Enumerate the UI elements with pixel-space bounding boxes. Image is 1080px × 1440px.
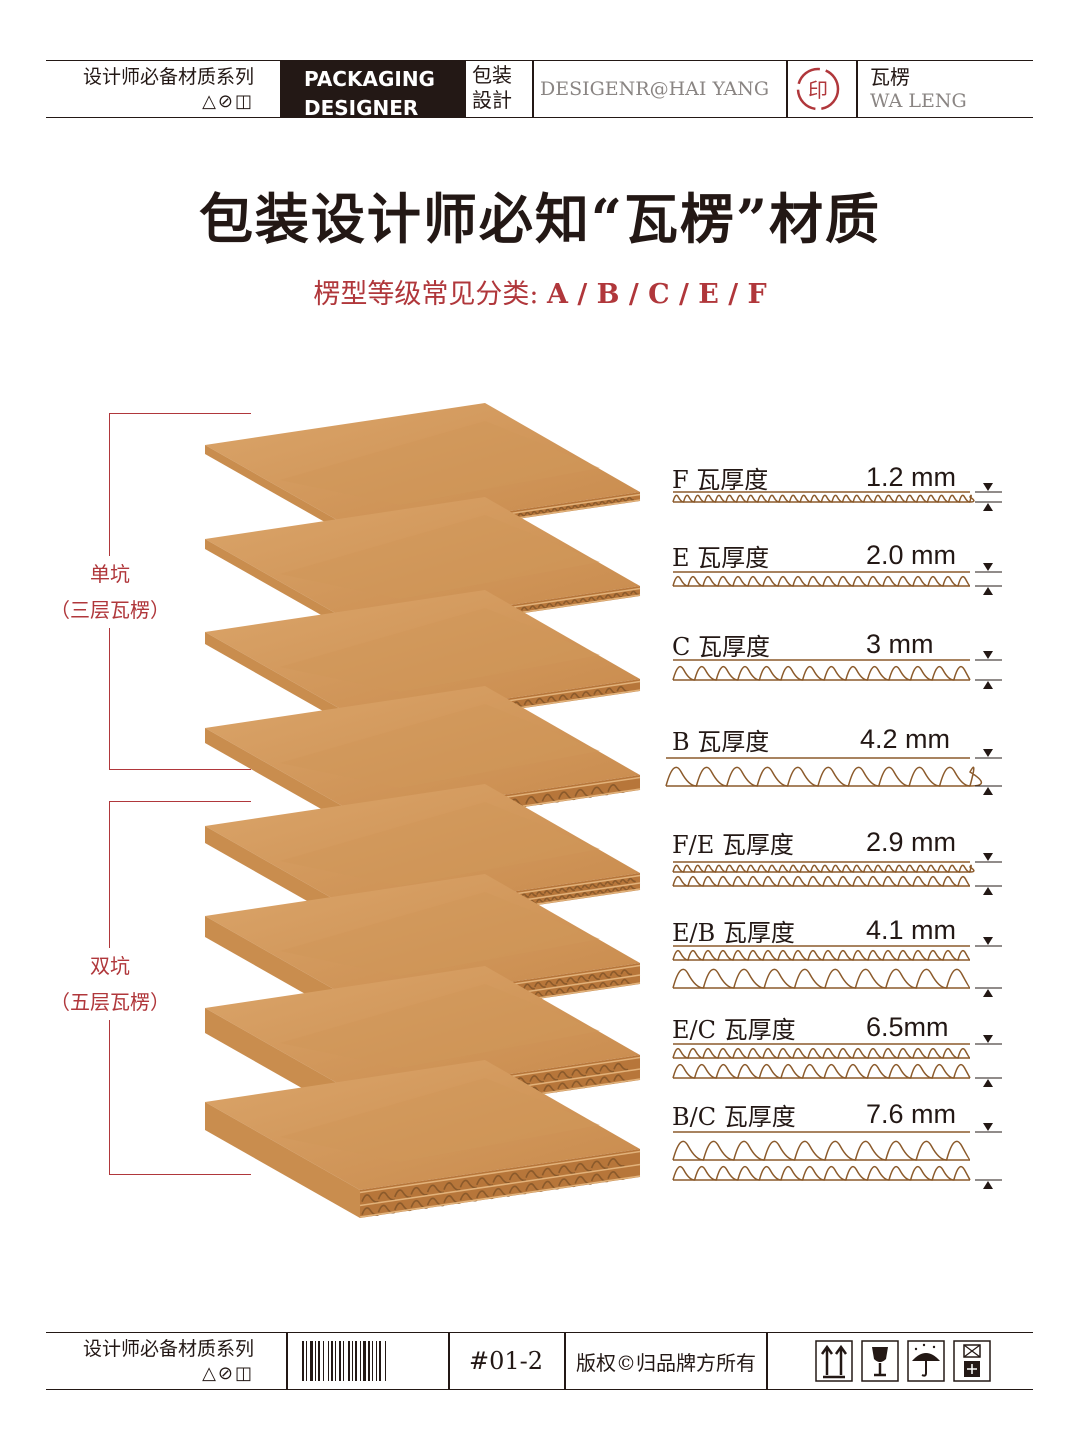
page-title: 包装设计师必知“瓦楞”材质 bbox=[198, 187, 882, 251]
corrugated-board-1 bbox=[205, 403, 641, 542]
footer-handling-icons bbox=[814, 1339, 1014, 1389]
stacking-limit-icon bbox=[953, 1340, 991, 1382]
footer-bar: 设计师必备材质系列 △⊘◫ #01-2 版权©归品牌方所有 bbox=[46, 1332, 1033, 1390]
double-wall-line1: 双坑 bbox=[90, 954, 130, 978]
grade-label-6: E/B 瓦厚度 bbox=[672, 919, 795, 947]
header-bar: 设计师必备材质系列 △⊘◫ PACKAGING DESIGNER 包装 設計 D… bbox=[46, 60, 1033, 120]
cross-section-2 bbox=[672, 563, 1002, 595]
category-line2: 設計 bbox=[472, 88, 512, 112]
double-wall-label: 双坑 （五层瓦楞） bbox=[50, 948, 170, 1020]
cross-section-5 bbox=[672, 853, 1002, 895]
stamp-glyph: 印 bbox=[808, 78, 828, 102]
footer-symbols: △⊘◫ bbox=[202, 1363, 254, 1384]
grade-thickness-6: 4.1 mm bbox=[866, 915, 957, 945]
cross-section-4 bbox=[665, 749, 1002, 795]
grade-label-5: F/E 瓦厚度 bbox=[672, 831, 794, 859]
barcode-icon bbox=[300, 1339, 436, 1389]
fragile-icon bbox=[861, 1340, 899, 1382]
cross-section-6 bbox=[672, 937, 1002, 997]
subtitle-prefix: 楞型等级常见分类: bbox=[313, 279, 548, 310]
grade-label-3: C 瓦厚度 bbox=[672, 633, 770, 661]
header-material: 瓦楞 WA LENG bbox=[870, 65, 1030, 117]
brand-line1: PACKAGING bbox=[304, 67, 435, 91]
cross-section-8 bbox=[672, 1123, 1002, 1189]
grade-label-7: E/C 瓦厚度 bbox=[672, 1016, 796, 1044]
category-line1: 包装 bbox=[472, 63, 512, 87]
page-subtitle: 楞型等级常见分类: A / B / C / E / F bbox=[0, 272, 1080, 311]
grade-thickness-2: 2.0 mm bbox=[866, 540, 957, 570]
grade-thickness-7: 6.5mm bbox=[866, 1012, 949, 1042]
cross-section-3 bbox=[672, 651, 1002, 689]
header-category: 包装 設計 bbox=[472, 63, 532, 117]
header-series-label: 设计师必备材质系列 bbox=[82, 66, 254, 88]
grade-thickness-5: 2.9 mm bbox=[866, 827, 957, 857]
corrugated-board-7 bbox=[205, 966, 641, 1121]
single-wall-line1: 单坑 bbox=[90, 562, 130, 586]
grade-label-2: E 瓦厚度 bbox=[672, 544, 770, 572]
grade-thickness-4: 4.2 mm bbox=[860, 724, 951, 754]
grade-label-1: F 瓦厚度 bbox=[672, 466, 769, 494]
single-wall-label: 单坑 （三层瓦楞） bbox=[50, 556, 170, 628]
brand-line2: DESIGNER bbox=[304, 96, 419, 120]
footer-code: #01-2 bbox=[468, 1347, 544, 1375]
grade-label-8: B/C 瓦厚度 bbox=[672, 1103, 796, 1131]
material-cn: 瓦楞 bbox=[870, 65, 910, 89]
grade-thickness-1: 1.2 mm bbox=[866, 462, 957, 492]
subtitle-grades: A / B / C / E / F bbox=[547, 279, 767, 310]
stamp-icon: 印 bbox=[794, 61, 854, 117]
cross-section-1 bbox=[672, 483, 1002, 511]
header-symbols: △⊘◫ bbox=[202, 91, 254, 112]
material-en: WA LENG bbox=[870, 90, 967, 112]
single-wall-line2: （三层瓦楞） bbox=[50, 598, 170, 622]
cross-section-7 bbox=[672, 1035, 1002, 1087]
footer-copyright: 版权©归品牌方所有 bbox=[576, 1351, 756, 1375]
keep-dry-icon bbox=[907, 1340, 945, 1382]
corrugated-board-8 bbox=[205, 1060, 641, 1218]
header-designer: DESIGENR@HAI YANG bbox=[540, 78, 770, 100]
grade-thickness-8: 7.6 mm bbox=[866, 1099, 957, 1129]
header-brand-block: PACKAGING DESIGNER bbox=[280, 61, 466, 120]
footer-series-label: 设计师必备材质系列 bbox=[82, 1338, 254, 1360]
this-way-up-icon bbox=[815, 1340, 853, 1382]
grade-thickness-3: 3 mm bbox=[866, 629, 934, 659]
grade-label-4: B 瓦厚度 bbox=[672, 728, 770, 756]
double-wall-line2: （五层瓦楞） bbox=[50, 990, 170, 1014]
